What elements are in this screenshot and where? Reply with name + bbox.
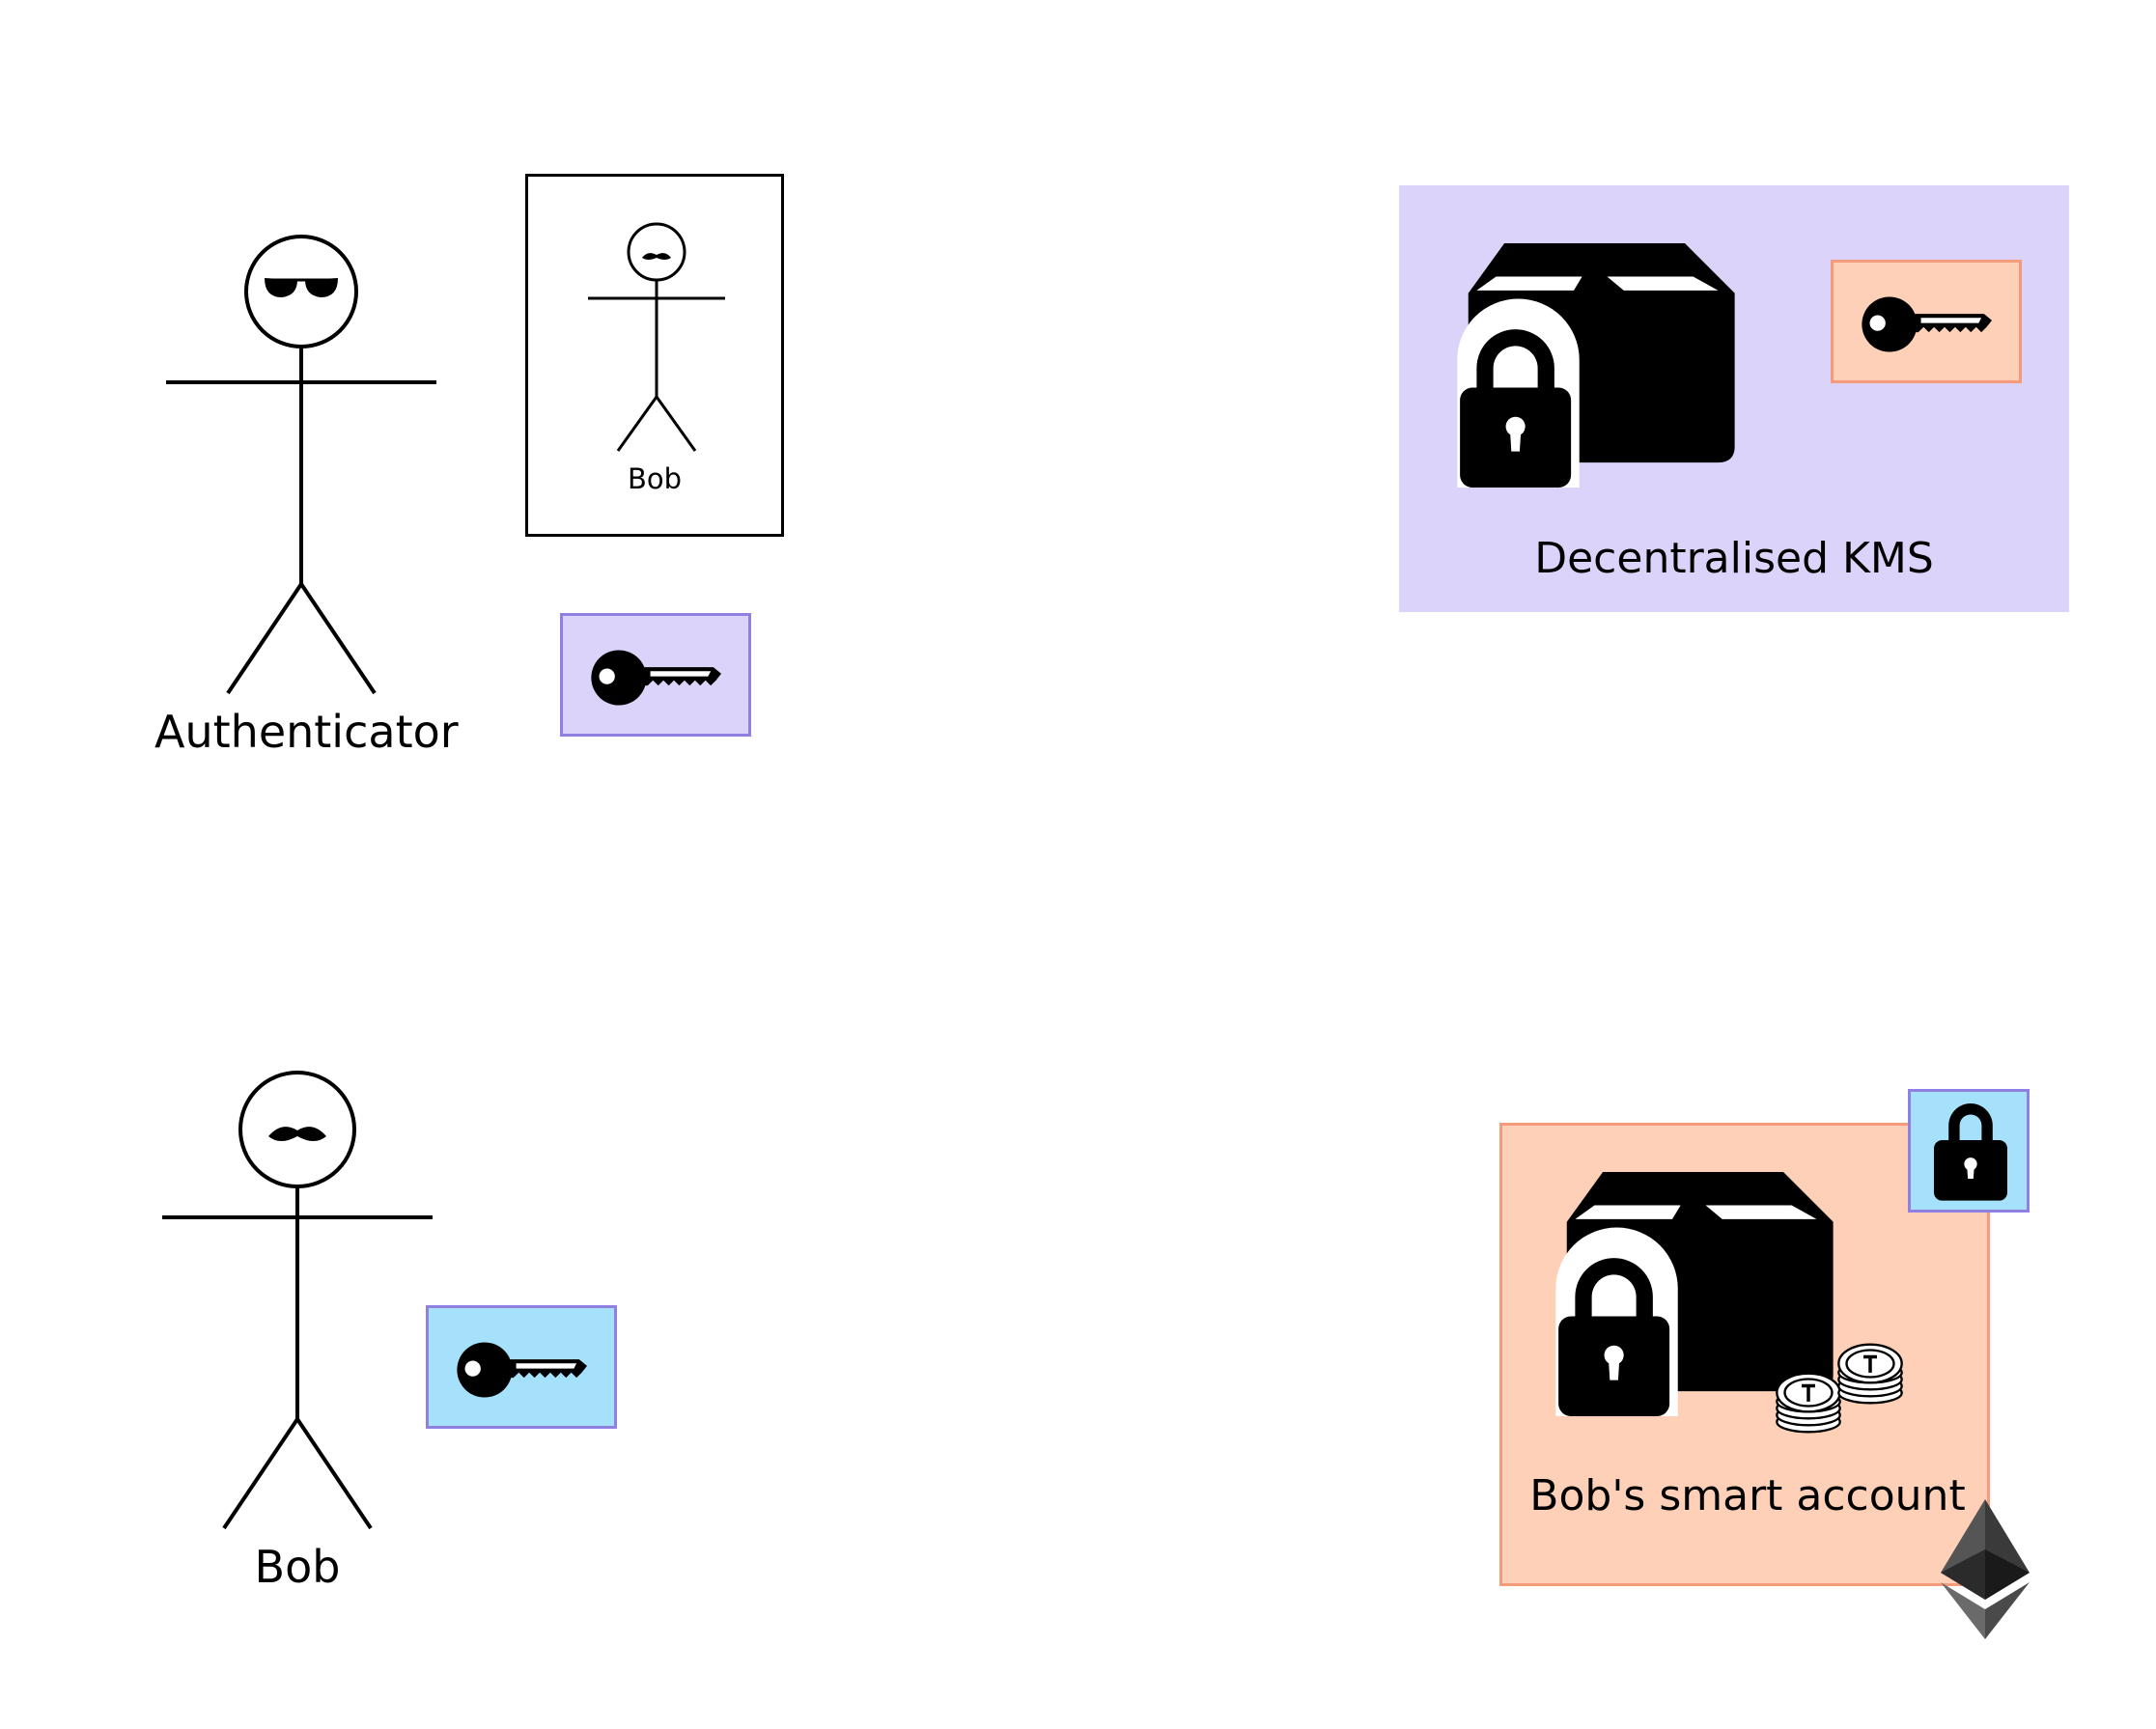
ethereum-icon — [1941, 1499, 2030, 1639]
key-icon — [456, 1341, 587, 1399]
kms-label: Decentralised KMS — [1534, 534, 1934, 583]
decentralised-kms-box: Decentralised KMS — [1399, 185, 2069, 612]
smart-account-label: Bob's smart account — [1529, 1471, 1966, 1520]
coins-icon — [1775, 1372, 1842, 1434]
kms-key-box — [1831, 260, 2022, 383]
key-icon — [590, 649, 721, 707]
key-icon — [1861, 295, 1992, 353]
bob-mini-figure — [588, 222, 725, 452]
bob-figure — [162, 1071, 433, 1530]
bob-card-label: Bob — [627, 462, 683, 495]
locked-box-icon — [1457, 243, 1735, 488]
authenticator-label: Authenticator — [154, 706, 459, 758]
mustache-icon — [642, 253, 671, 260]
authenticator-figure — [166, 235, 436, 695]
bob-key-box — [426, 1305, 617, 1429]
sunglasses-icon — [265, 278, 338, 297]
bob-label: Bob — [254, 1541, 341, 1593]
coins-icon — [1836, 1343, 1904, 1405]
mustache-icon — [268, 1127, 326, 1141]
bob-id-card: Bob — [525, 174, 784, 537]
padlock-icon — [1934, 1100, 2007, 1201]
smart-account-lock-box — [1908, 1089, 2030, 1213]
authenticator-key-box — [560, 613, 751, 737]
